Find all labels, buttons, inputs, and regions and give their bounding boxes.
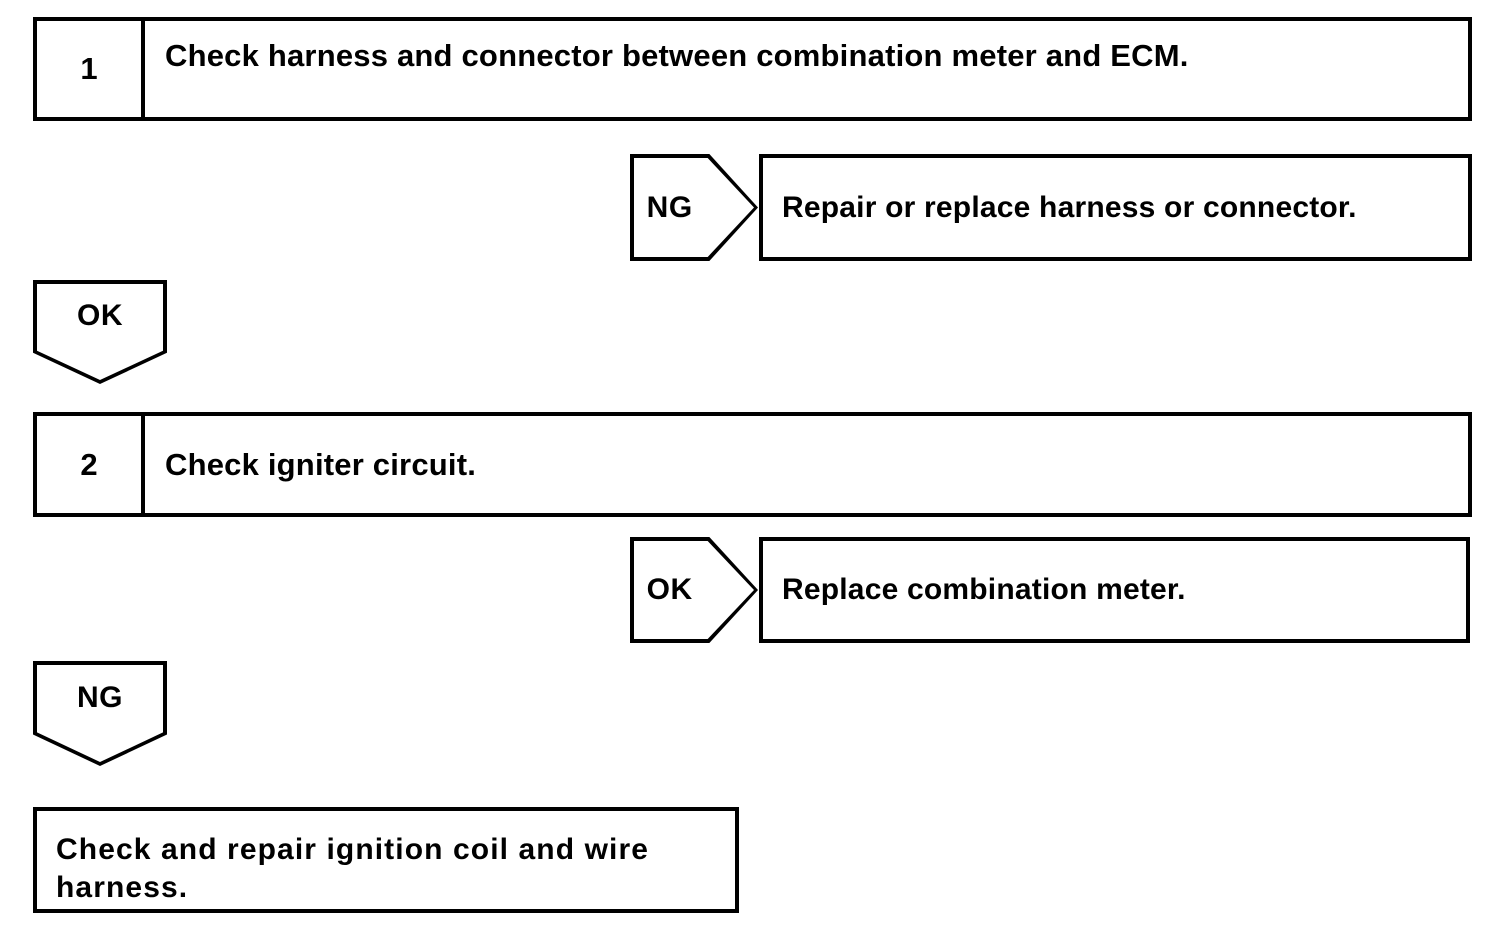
result-box-replace-meter: Replace combination meter. — [759, 537, 1470, 643]
continue-arrow-ok-1-label: OK — [77, 299, 123, 333]
result-box-repair-harness: Repair or replace harness or connector. — [759, 154, 1472, 261]
continue-arrow-ok-1: OK — [33, 280, 167, 384]
step-box-1: 1 Check harness and connector between co… — [33, 17, 1472, 121]
final-action-box: Check and repair ignition coil and wire … — [33, 807, 739, 913]
branch-arrow-ok-2: OK — [630, 537, 758, 643]
continue-arrow-ng-2-label: NG — [77, 680, 123, 714]
branch-arrow-ng-1: NG — [630, 154, 758, 261]
step-number-2: 2 — [37, 416, 145, 513]
step-box-2: 2 Check igniter circuit. — [33, 412, 1472, 517]
continue-arrow-ng-2: NG — [33, 661, 167, 766]
branch-arrow-ok-2-label: OK — [646, 573, 693, 606]
step-text-2: Check igniter circuit. — [165, 446, 477, 482]
step-text-1: Check harness and connector between comb… — [165, 38, 1189, 73]
branch-arrow-ng-1-label: NG — [646, 190, 693, 224]
step-number-1: 1 — [37, 21, 145, 117]
